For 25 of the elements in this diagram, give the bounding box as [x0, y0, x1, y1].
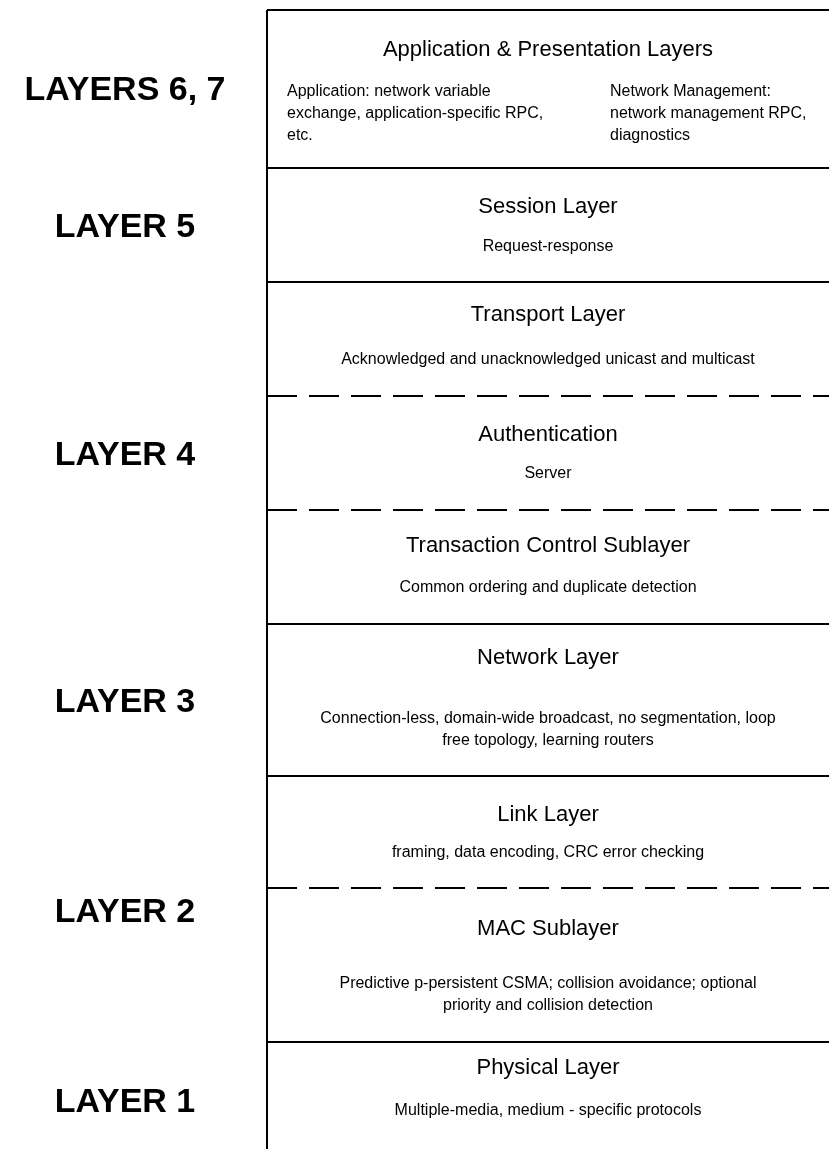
layer-heading: Link Layer — [496, 801, 600, 827]
layer-description: Common ordering and duplicate detection — [398, 577, 698, 597]
layer-heading: Physical Layer — [475, 1054, 621, 1080]
layer-heading: Session Layer — [477, 193, 619, 219]
layer-heading: MAC Sublayer — [476, 915, 620, 941]
layer-description: Request-response — [481, 236, 615, 256]
layer-heading: Network Layer — [476, 644, 620, 670]
layer-number-label: LAYERS 6, 7 — [23, 68, 227, 108]
layer-heading: Transport Layer — [469, 301, 627, 327]
layer-description: Server — [523, 463, 573, 483]
layer-description: Application: network variable exchange, application-specific RPC, etc. — [287, 81, 545, 145]
layer-heading: Authentication — [477, 421, 619, 447]
layer-number-label: LAYER 3 — [53, 680, 197, 720]
layer-description: Connection-less, domain-wide broadcast, no segmentation, loop free topology, learning routers — [319, 708, 777, 750]
layer-description: Predictive p-persistent CSMA; collision avoidance; optional priority and collision detection — [338, 973, 758, 1015]
layer-number-label: LAYER 2 — [53, 890, 197, 930]
layer-number-label: LAYER 1 — [53, 1080, 197, 1120]
layer-description: Acknowledged and unacknowledged unicast and multicast — [340, 349, 756, 369]
layer-description: Multiple-media, medium - specific protocols — [393, 1100, 703, 1120]
layer-heading: Application & Presentation Layers — [381, 36, 715, 62]
layer-description: framing, data encoding, CRC error checking — [390, 842, 706, 862]
layer-heading: Transaction Control Sublayer — [404, 532, 692, 558]
layer-description: Network Management: network management RPC, diagnostics — [610, 81, 808, 145]
layer-number-label: LAYER 5 — [53, 205, 197, 245]
layer-number-label: LAYER 4 — [53, 433, 197, 473]
